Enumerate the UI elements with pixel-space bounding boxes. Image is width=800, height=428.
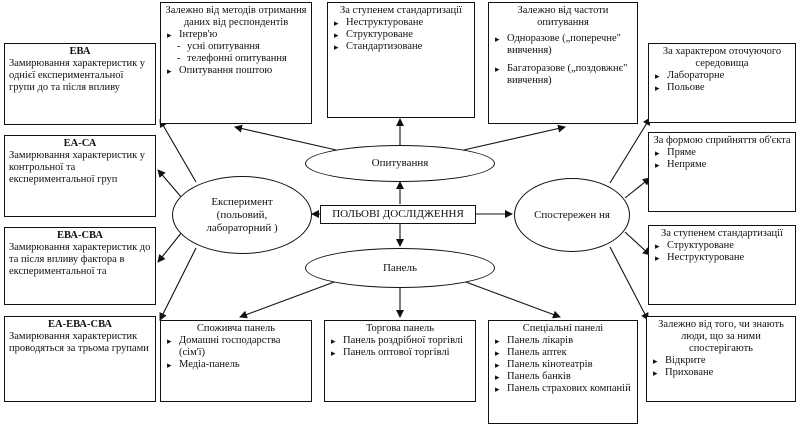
top-box-title: За ступенем стандартизації	[340, 5, 462, 16]
ellipse-panel: Панель	[305, 248, 495, 288]
list-item: Стандартизоване	[332, 41, 470, 53]
list-item: Панель банків	[493, 371, 633, 383]
frequency-list: Одноразове („поперечне" вивчення) Багато…	[493, 33, 633, 87]
top-box-standard: За ступенем стандартизації Неструктурова…	[327, 2, 475, 118]
methods-list: Інтерв'ю усні опитування телефонні опиту…	[165, 29, 307, 77]
list-item: Панель страхових компаній	[493, 383, 633, 395]
list-item: Непряме	[653, 159, 791, 171]
list-item: Багаторазове („поздовжнє" вивчення)	[493, 63, 633, 87]
list-item: Пряме	[653, 147, 791, 159]
right-box-awareness: Залежно від того, чи знають люди, що за …	[646, 316, 796, 402]
left-box-eva: ЕВА Замирювання характеристик у однієї е…	[4, 43, 156, 125]
list-item: Панель оптової торгівлі	[329, 347, 471, 359]
ellipse-label: Опитування	[371, 157, 429, 169]
list-item: Одноразове („поперечне" вивчення)	[493, 33, 633, 57]
environment-list: Лабораторне Польове	[653, 70, 791, 94]
right-box-title: За характером оточуючого середовища	[662, 46, 782, 69]
right-box-title: За формою сприйняття об'єкта	[653, 135, 791, 146]
center-label-box: ПОЛЬОВІ ДОСЛІДЖЕННЯ	[320, 205, 476, 224]
consumer-list: Домашні господарства (сім'ї) Медіа-панел…	[165, 335, 307, 371]
left-box-title: ЕВА	[69, 46, 91, 57]
left-box-title: ЕА-ЕВА-СВА	[47, 319, 112, 330]
left-box-body: Замирювання характеристик у однієї експе…	[9, 58, 146, 93]
top-box-title: Залежно від методів отримання даних від …	[165, 5, 307, 28]
list-item: Панель кінотеатрів	[493, 359, 633, 371]
list-item: Інтерв'ю	[165, 29, 307, 41]
right-box-environment: За характером оточуючого середовища Лабо…	[648, 43, 796, 123]
ellipse-observation: Спостережен ня	[514, 178, 630, 252]
top-box-frequency: Залежно від частоти опитування Одноразов…	[488, 2, 638, 124]
ellipse-survey: Опитування	[305, 145, 495, 182]
top-box-methods: Залежно від методів отримання даних від …	[160, 2, 312, 124]
ellipse-experiment: Експеримент (польовий, лабораторний )	[172, 176, 312, 254]
list-item: Структуроване	[332, 29, 470, 41]
left-box-body: Замирювання характеристик проводяться за…	[9, 331, 149, 354]
bottom-box-consumer: Споживча панель Домашні господарства (сі…	[160, 320, 312, 402]
list-item: Структуроване	[653, 240, 791, 252]
right-box-perception: За формою сприйняття об'єкта Пряме Непря…	[648, 132, 796, 212]
list-item: Панель роздрібної торгівлі	[329, 335, 471, 347]
observation-standard-list: Структуроване Неструктуроване	[653, 240, 791, 264]
list-item: Лабораторне	[653, 70, 791, 82]
awareness-list: Відкрите Приховане	[651, 355, 791, 379]
left-box-body: Замирювання характеристик у контрольної …	[9, 150, 146, 185]
ellipse-label: Панель	[382, 261, 418, 274]
list-item: Неструктуроване	[332, 17, 470, 29]
list-item: Медіа-панель	[165, 359, 307, 371]
left-box-ea-eva-cva: ЕА-ЕВА-СВА Замирювання характеристик про…	[4, 316, 156, 402]
left-box-eva-cva: ЕВА-СВА Замирювання характеристик до та …	[4, 227, 156, 305]
standard-list: Неструктуроване Структуроване Стандартиз…	[332, 17, 470, 53]
ellipse-label: Спостережен ня	[534, 208, 610, 221]
list-item: Неструктуроване	[653, 252, 791, 264]
right-box-title: За ступенем стандартизації	[661, 228, 783, 239]
special-list: Панель лікарів Панель аптек Панель кінот…	[493, 335, 633, 395]
bottom-box-title: Торгова панель	[365, 323, 435, 334]
list-item: Приховане	[651, 367, 791, 379]
right-box-title: Залежно від того, чи знають люди, що за …	[658, 319, 784, 354]
top-box-title: Залежно від частоти опитування	[517, 5, 609, 28]
perception-list: Пряме Непряме	[653, 147, 791, 171]
left-box-ea-ca: ЕА-СА Замирювання характеристик у контро…	[4, 135, 156, 217]
ellipse-label: Експеримент (польовий, лабораторний )	[206, 195, 278, 234]
list-item: Відкрите	[651, 355, 791, 367]
list-item: телефонні опитування	[165, 53, 307, 65]
bottom-box-special: Спеціальні панелі Панель лікарів Панель …	[488, 320, 638, 424]
list-item: Панель лікарів	[493, 335, 633, 347]
list-item: Польове	[653, 82, 791, 94]
list-item: Опитування поштою	[165, 65, 307, 77]
bottom-box-title: Споживча панель	[196, 323, 276, 334]
right-box-standard: За ступенем стандартизації Структуроване…	[648, 225, 796, 305]
left-box-title: ЕВА-СВА	[57, 230, 103, 241]
list-item: Домашні господарства (сім'ї)	[165, 335, 307, 359]
left-box-title: ЕА-СА	[63, 138, 97, 149]
bottom-box-trade: Торгова панель Панель роздрібної торгівл…	[324, 320, 476, 402]
bottom-box-title: Спеціальні панелі	[522, 323, 604, 334]
list-item: усні опитування	[165, 41, 307, 53]
trade-list: Панель роздрібної торгівлі Панель оптово…	[329, 335, 471, 359]
left-box-body: Замирювання характеристик до та після вп…	[9, 242, 151, 277]
list-item: Панель аптек	[493, 347, 633, 359]
center-label: ПОЛЬОВІ ДОСЛІДЖЕННЯ	[332, 208, 464, 220]
